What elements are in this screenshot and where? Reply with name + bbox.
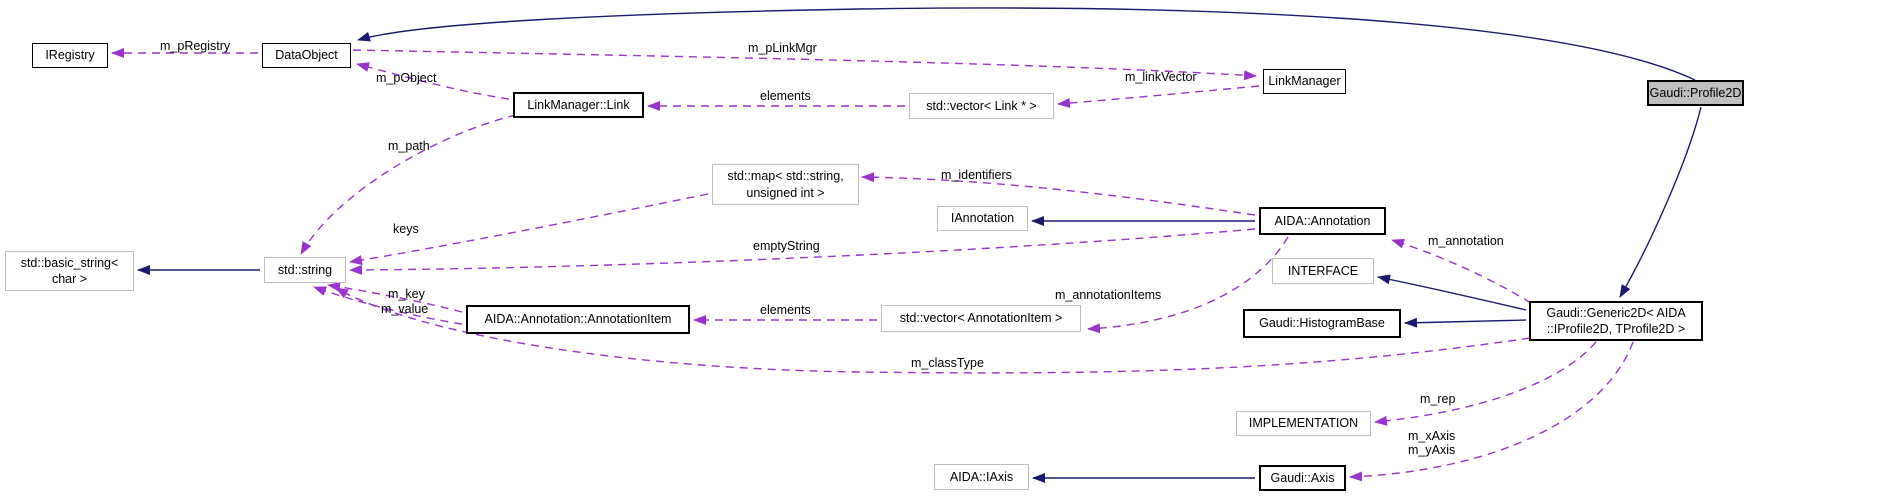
node-std-string: std::string [264,257,346,283]
edge-m-linkvector [1057,85,1260,109]
edge-label-m-value: m_value [381,302,429,316]
node-gaudi-generic2d[interactable]: Gaudi::Generic2D< AIDA ::IProfile2D, TPr… [1529,301,1703,341]
edge-m-key [327,281,463,313]
node-dataobject[interactable]: DataObject [262,43,351,68]
edge-m-annotation [1391,238,1532,304]
node-interface: INTERFACE [1272,258,1374,284]
node-linkmanager[interactable]: LinkManager [1263,69,1346,94]
edge-m-axes [1349,341,1634,482]
edge-label-m-pobject: m_pObject [376,71,437,85]
node-std-basic-string: std::basic_string< char > [5,251,134,291]
edge-label-m-rep: m_rep [1420,392,1456,406]
node-gaudi-axis[interactable]: Gaudi::Axis [1259,465,1346,491]
edge-label-m-plinkmgr: m_pLinkMgr [748,41,817,55]
edge-profile2d-generic2d [1619,106,1702,298]
node-aida-annotation[interactable]: AIDA::Annotation [1259,207,1386,235]
edge-m-pobject [356,62,510,100]
edge-label-m-classtype: m_classType [911,356,984,370]
edge-m-rep [1374,341,1597,426]
edge-m-annotationitems [1087,236,1289,334]
node-annotationitem[interactable]: AIDA::Annotation::AnnotationItem [466,305,690,334]
edge-label-m-pregistry: m_pRegistry [160,39,231,53]
edge-emptystring [349,228,1256,275]
node-gaudi-profile2d: Gaudi::Profile2D [1647,80,1744,106]
edge-label-m-annotationitems: m_annotationItems [1055,288,1162,302]
edge-generic2d-interface [1377,274,1527,311]
edge-keys [349,193,709,266]
edge-generic2d-histogrambase [1404,317,1527,328]
edge-m-identifiers [861,172,1256,216]
node-gaudi-histogrambase[interactable]: Gaudi::HistogramBase [1243,309,1401,338]
edge-profile2d-dataobject [357,7,1696,81]
edge-label-m-annotation: m_annotation [1428,234,1504,248]
edge-label-m-path: m_path [388,139,430,153]
edge-label-m-key: m_key [388,287,425,301]
edge-label-keys: keys [393,222,419,236]
edge-label-elements-bottom: elements [760,303,811,317]
node-iannotation: IAnnotation [937,206,1028,231]
node-aida-iaxis: AIDA::IAxis [934,464,1029,490]
node-iregistry[interactable]: IRegistry [32,43,108,68]
node-std-vector-annotationitem: std::vector< AnnotationItem > [881,305,1081,332]
edge-m-plinkmgr [352,49,1257,81]
edge-label-elements-top: elements [760,89,811,103]
edge-label-m-identifiers: m_identifiers [941,168,1012,182]
edge-m-path [300,114,517,255]
node-std-vector-link: std::vector< Link * > [909,93,1054,119]
node-implementation: IMPLEMENTATION [1236,411,1371,436]
edge-m-value [313,286,463,325]
edge-label-m-xaxis-m-yaxis: m_xAxis m_yAxis [1408,429,1456,458]
edge-label-m-linkvector: m_linkVector [1125,70,1197,84]
node-std-map: std::map< std::string, unsigned int > [712,164,859,205]
edge-label-emptystring: emptyString [753,239,820,253]
node-linkmanager-link[interactable]: LinkManager::Link [513,92,644,118]
